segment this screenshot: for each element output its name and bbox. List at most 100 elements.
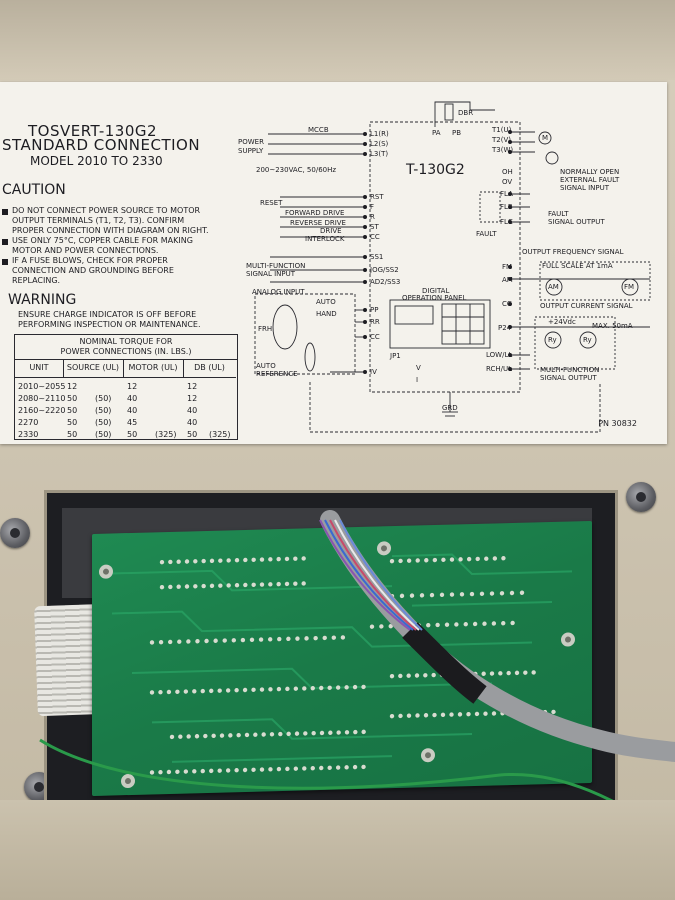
solder-pad bbox=[426, 622, 431, 628]
terminal-ss1: SS1 bbox=[370, 253, 384, 261]
solder-pad bbox=[268, 557, 273, 562]
table-cell: (50) bbox=[95, 418, 112, 427]
terminal-fm: FM bbox=[502, 263, 513, 271]
label-model: MODEL 2010 TO 2330 bbox=[30, 154, 163, 168]
solder-pad bbox=[423, 713, 429, 718]
solder-pad bbox=[361, 684, 366, 690]
pb-label: PB bbox=[452, 129, 462, 137]
solder-pad bbox=[335, 685, 341, 690]
solder-pad bbox=[259, 557, 265, 562]
solder-pad bbox=[469, 591, 475, 597]
solder-pad bbox=[200, 768, 205, 774]
solder-pad bbox=[258, 637, 264, 642]
solder-pad bbox=[517, 710, 522, 716]
terminal-rch-ul: RCH/UL bbox=[486, 365, 513, 373]
grd-label: GRD bbox=[442, 404, 458, 412]
solder-pad bbox=[243, 557, 248, 563]
torque-table: NOMINAL TORQUE FOR POWER CONNECTIONS (IN… bbox=[14, 334, 238, 440]
v-label: V bbox=[416, 364, 421, 372]
solder-pad bbox=[184, 559, 190, 564]
solder-pad bbox=[335, 765, 341, 770]
solder-pad bbox=[397, 623, 403, 629]
panel-screw bbox=[626, 482, 656, 512]
table-cell: (50) bbox=[95, 406, 112, 415]
solder-pad bbox=[449, 712, 454, 717]
solder-pad bbox=[169, 734, 175, 740]
solder-pad bbox=[293, 766, 299, 771]
solder-pad bbox=[439, 592, 445, 598]
meter-am: AM bbox=[548, 283, 559, 291]
solder-pad bbox=[506, 670, 511, 676]
pa-label: PA bbox=[432, 129, 441, 137]
table-cell: (325) bbox=[155, 430, 177, 439]
solder-pad bbox=[498, 671, 503, 676]
column-header: MOTOR (UL) bbox=[123, 359, 184, 378]
terminal-cc: CC bbox=[370, 233, 380, 241]
solder-pad bbox=[225, 688, 231, 693]
caution-line: MOTOR AND POWER CONNECTIONS. bbox=[12, 246, 159, 255]
solder-pad bbox=[251, 557, 256, 562]
column-header: UNIT bbox=[15, 359, 64, 378]
solder-pad bbox=[301, 556, 306, 561]
terminal-flb: FLB bbox=[500, 203, 513, 211]
solder-pad bbox=[278, 731, 283, 737]
solder-pad bbox=[183, 769, 189, 774]
solder-pad bbox=[195, 639, 200, 644]
solder-pad bbox=[328, 730, 333, 735]
label-title: TOSVERT-130G2 bbox=[28, 122, 158, 140]
solder-pad bbox=[319, 765, 324, 771]
solder-pad bbox=[419, 593, 425, 598]
fault-signal-label: FAULT bbox=[548, 210, 569, 218]
enclosure-bottom bbox=[0, 800, 675, 900]
solder-pad bbox=[466, 556, 472, 562]
solder-pad bbox=[444, 622, 450, 627]
solder-pad bbox=[302, 686, 307, 691]
interlock-label: INTERLOCK bbox=[305, 235, 345, 243]
solder-pad bbox=[435, 622, 440, 628]
solder-pad bbox=[398, 673, 403, 679]
solder-pad bbox=[201, 583, 206, 589]
solder-pad bbox=[534, 710, 539, 715]
solder-pad bbox=[276, 766, 282, 772]
fault-input-label: SIGNAL INPUT bbox=[560, 184, 610, 192]
solder-pad bbox=[236, 732, 241, 738]
table-cell: 50 bbox=[127, 430, 138, 439]
solder-pad bbox=[389, 673, 395, 679]
solder-pad bbox=[439, 672, 445, 678]
terminal-cc-out: CC bbox=[502, 300, 512, 308]
solder-pad bbox=[409, 593, 415, 598]
solder-pad bbox=[159, 584, 165, 590]
solder-pad bbox=[361, 729, 366, 735]
solder-pad bbox=[525, 710, 531, 715]
solder-pad bbox=[175, 769, 180, 774]
solder-pad bbox=[211, 733, 216, 739]
solder-pad bbox=[204, 638, 209, 644]
solder-pad bbox=[352, 764, 358, 770]
solder-pad bbox=[249, 637, 255, 643]
solder-pad bbox=[184, 584, 190, 589]
caution-line: IF A FUSE BLOWS, CHECK FOR PROPER bbox=[12, 256, 168, 265]
terminal-ss3: AD2/SS3 bbox=[370, 278, 401, 286]
caution-line: PROPER CONNECTION WITH DIAGRAM ON RIGHT. bbox=[12, 226, 209, 235]
solder-pad bbox=[523, 670, 528, 675]
solder-pad bbox=[352, 684, 358, 690]
table-cell: 50 bbox=[67, 430, 78, 439]
forward-drive-label: FORWARD DRIVE bbox=[285, 209, 345, 217]
solder-pad bbox=[268, 687, 273, 692]
solder-pad bbox=[509, 590, 515, 596]
solder-pad bbox=[340, 635, 346, 640]
solder-pad bbox=[416, 623, 422, 628]
solder-pad bbox=[294, 731, 300, 736]
solder-pad bbox=[457, 712, 463, 717]
solder-pad bbox=[501, 556, 506, 561]
solder-pad bbox=[302, 766, 307, 771]
caution-line: USE ONLY 75°C, COPPER CABLE FOR MAKING bbox=[12, 236, 193, 245]
solder-pad bbox=[483, 711, 488, 716]
solder-pad bbox=[168, 584, 173, 590]
solder-pad bbox=[209, 558, 215, 564]
solder-pad bbox=[398, 713, 403, 719]
solder-pad bbox=[178, 734, 183, 739]
solder-pad bbox=[406, 673, 411, 678]
terminal-low-ll: LOW/LL bbox=[486, 351, 513, 359]
table-cell: 2160~2220 bbox=[18, 406, 66, 415]
